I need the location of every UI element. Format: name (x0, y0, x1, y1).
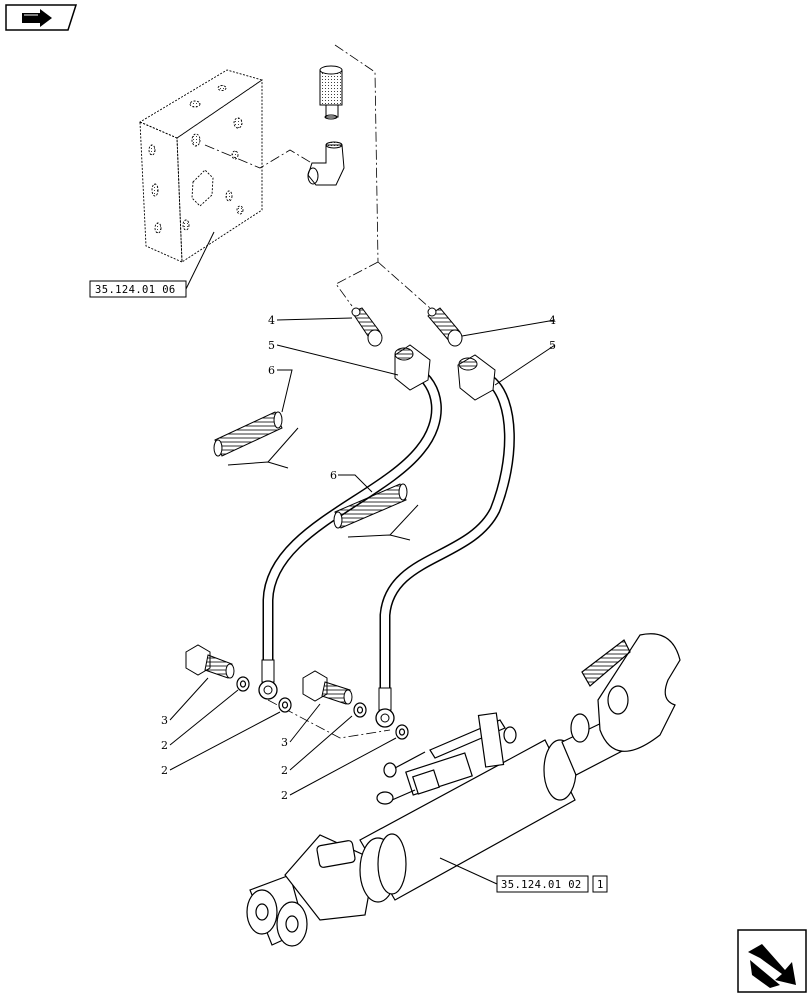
callout-5-right: 5 (549, 339, 556, 352)
washer-right-b (395, 724, 409, 740)
callout-2-left-b: 2 (161, 764, 168, 777)
callout-5-left: 5 (268, 339, 275, 352)
elbow-fitting (307, 141, 345, 186)
hydraulic-cylinder (246, 633, 681, 947)
hose-left (258, 344, 442, 700)
callout-2-left-a: 2 (161, 739, 168, 752)
callout-2-right-b: 2 (281, 789, 288, 802)
ref-cylinder-qty: 1 (592, 875, 608, 893)
ref-cylinder-qty-text: 1 (597, 879, 604, 891)
callout-4-left: 4 (268, 314, 275, 327)
prev-page-icon[interactable] (5, 4, 78, 31)
callout-3-right: 3 (281, 736, 288, 749)
callout-6-left: 6 (268, 364, 275, 377)
ref-valve-block[interactable]: 35.124.01 06 (89, 280, 187, 298)
hose-right (375, 354, 515, 728)
ref-cylinder[interactable]: 35.124.01 02 (496, 875, 589, 893)
center-lines (204, 44, 431, 739)
banjo-bolt-left (185, 644, 235, 679)
connector-left (351, 307, 383, 347)
washer-right-a (353, 702, 367, 718)
ref-cylinder-text: 35.124.01 02 (501, 879, 582, 891)
callout-2-right-a: 2 (281, 764, 288, 777)
connector-right (427, 307, 463, 347)
leader-cylinder (439, 857, 498, 885)
callout-3-left: 3 (161, 714, 168, 727)
callout-leaders (169, 317, 556, 796)
callouts: 4 5 6 4 5 6 3 2 2 3 2 2 (161, 314, 556, 802)
adapter-fitting-top (319, 65, 343, 120)
washer-left-b (278, 697, 292, 713)
callout-4-right: 4 (549, 314, 556, 327)
spring-indicators (227, 427, 419, 541)
protective-spring-mid (333, 483, 408, 529)
protective-spring-left (213, 411, 283, 457)
banjo-bolt-right (302, 670, 353, 705)
leader-valve-block (185, 231, 215, 290)
next-page-icon[interactable] (737, 929, 807, 993)
callout-6-mid: 6 (330, 469, 337, 482)
washer-left-a (236, 676, 250, 692)
ref-valve-block-text: 35.124.01 06 (95, 284, 176, 296)
valve-block (139, 69, 264, 263)
